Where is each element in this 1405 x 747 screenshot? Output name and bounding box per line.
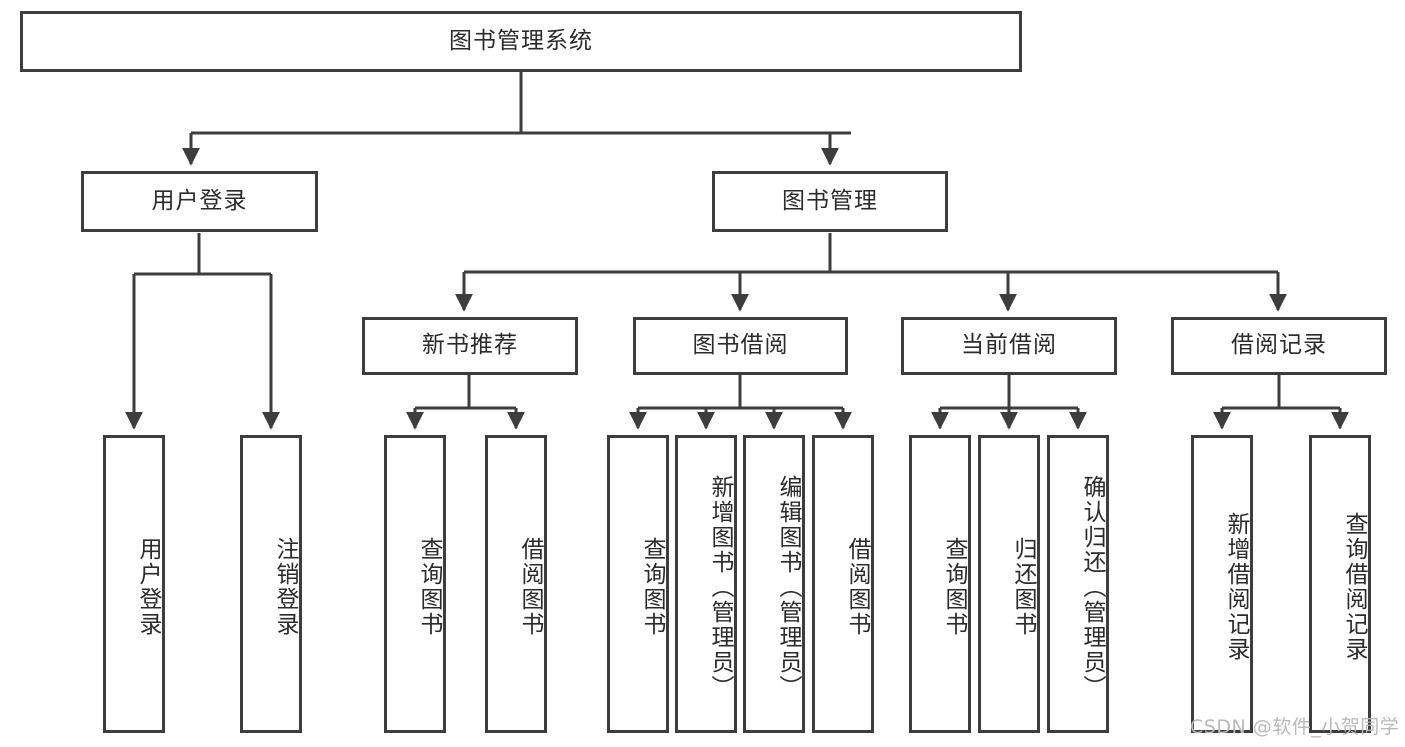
leaf-query-book-2[interactable]: 查询图书 bbox=[607, 435, 669, 733]
leaf-logout-label: 注销登录 bbox=[272, 537, 298, 637]
node-borrow-record[interactable]: 借阅记录 bbox=[1171, 317, 1387, 375]
leaf-confirm-return[interactable]: 确认归还（管理员） bbox=[1047, 435, 1109, 733]
node-user-login-label: 用户登录 bbox=[151, 187, 248, 214]
leaf-add-book[interactable]: 新增图书（管理员） bbox=[675, 435, 737, 733]
leaf-borrow-book-1-label: 借阅图书 bbox=[517, 537, 543, 637]
node-book-borrow-label: 图书借阅 bbox=[692, 332, 789, 359]
node-book-borrow[interactable]: 图书借阅 bbox=[633, 317, 848, 375]
leaf-borrow-book-2-label: 借阅图书 bbox=[844, 537, 870, 637]
leaf-add-record-label: 新增借阅记录 bbox=[1223, 512, 1249, 662]
node-root[interactable]: 图书管理系统 bbox=[20, 11, 1022, 72]
node-root-label: 图书管理系统 bbox=[449, 27, 593, 54]
node-current-borrow[interactable]: 当前借阅 bbox=[901, 317, 1117, 375]
node-current-borrow-label: 当前借阅 bbox=[961, 332, 1057, 359]
node-new-book-rec-label: 新书推荐 bbox=[422, 332, 518, 359]
leaf-query-book-3-label: 查询图书 bbox=[941, 537, 967, 637]
leaf-borrow-book-1[interactable]: 借阅图书 bbox=[485, 435, 547, 733]
leaf-edit-book[interactable]: 编辑图书（管理员） bbox=[743, 435, 805, 733]
leaf-query-book-3[interactable]: 查询图书 bbox=[909, 435, 971, 733]
leaf-query-book-1-label: 查询图书 bbox=[416, 537, 442, 637]
node-user-login[interactable]: 用户登录 bbox=[81, 171, 318, 232]
node-book-manage[interactable]: 图书管理 bbox=[712, 171, 948, 232]
leaf-return-book[interactable]: 归还图书 bbox=[978, 435, 1040, 733]
node-book-manage-label: 图书管理 bbox=[782, 187, 878, 214]
leaf-add-record[interactable]: 新增借阅记录 bbox=[1191, 435, 1253, 733]
csdn-watermark: CSDN @软件_小贺同学 bbox=[1190, 716, 1400, 738]
leaf-borrow-book-2[interactable]: 借阅图书 bbox=[812, 435, 874, 733]
leaf-user-login[interactable]: 用户登录 bbox=[103, 435, 165, 733]
leaf-user-login-label: 用户登录 bbox=[135, 537, 161, 637]
leaf-return-book-label: 归还图书 bbox=[1010, 537, 1036, 637]
leaf-add-book-label: 新增图书（管理员） bbox=[707, 474, 733, 700]
node-new-book-rec[interactable]: 新书推荐 bbox=[362, 317, 578, 375]
leaf-query-record-label: 查询借阅记录 bbox=[1341, 512, 1367, 662]
leaf-edit-book-label: 编辑图书（管理员） bbox=[775, 474, 801, 700]
leaf-query-book-2-label: 查询图书 bbox=[639, 537, 665, 637]
leaf-query-book-1[interactable]: 查询图书 bbox=[384, 435, 446, 733]
leaf-logout[interactable]: 注销登录 bbox=[240, 435, 302, 733]
node-borrow-record-label: 借阅记录 bbox=[1231, 332, 1327, 359]
leaf-confirm-return-label: 确认归还（管理员） bbox=[1079, 474, 1105, 700]
leaf-query-record[interactable]: 查询借阅记录 bbox=[1309, 435, 1371, 733]
